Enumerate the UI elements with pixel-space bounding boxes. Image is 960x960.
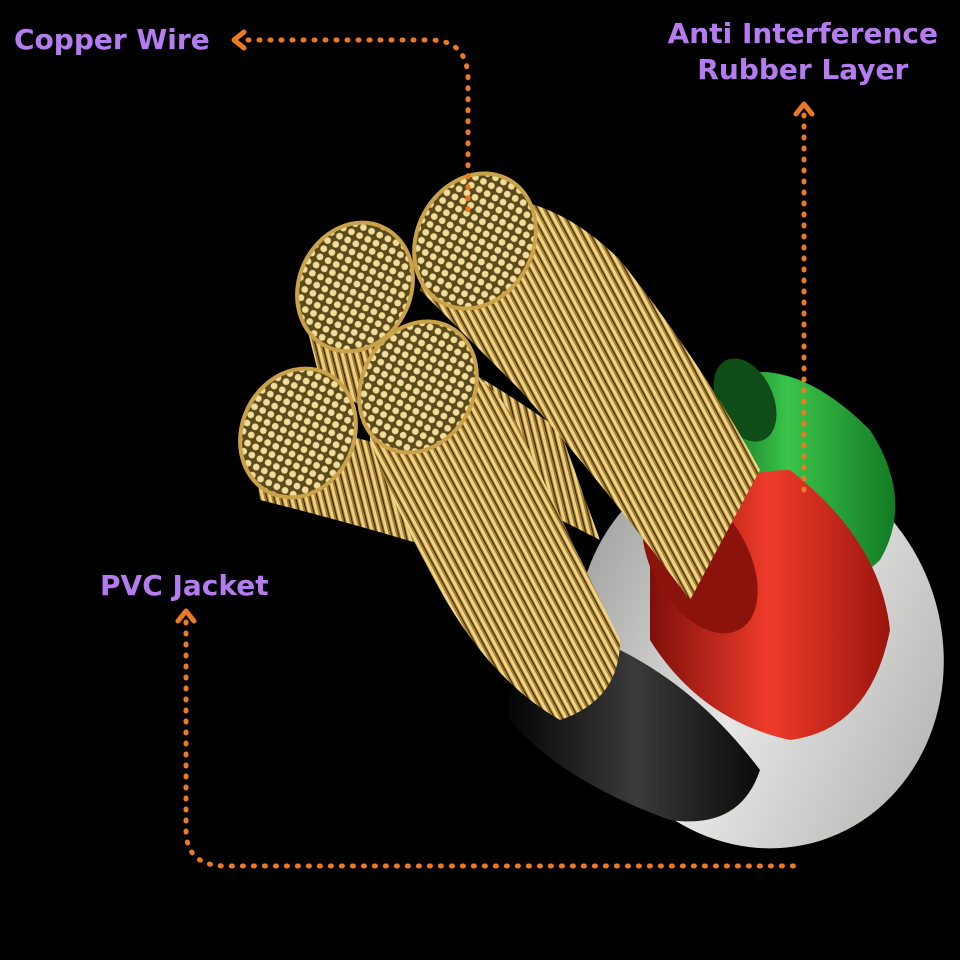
- copper-strands: [250, 196, 760, 720]
- rubber-layer-label-line1: Anti Interference: [667, 17, 938, 50]
- pvc-jacket-pointer: [183, 619, 801, 869]
- rubber-layer-label: Anti Interference Rubber Layer: [668, 16, 938, 88]
- copper-wire-pointer: [245, 37, 471, 218]
- pointer-arrows: [183, 37, 807, 869]
- pvc-jacket-label: PVC Jacket: [100, 569, 269, 602]
- chevron-arrow-icon: [231, 29, 247, 51]
- chevron-arrow-icon: [793, 101, 815, 117]
- conductor-end-faces: [238, 171, 538, 500]
- rubber-layer-label-line2: Rubber Layer: [697, 53, 909, 86]
- copper-wire-label: Copper Wire: [14, 23, 210, 56]
- chevron-arrow-icon: [175, 608, 197, 624]
